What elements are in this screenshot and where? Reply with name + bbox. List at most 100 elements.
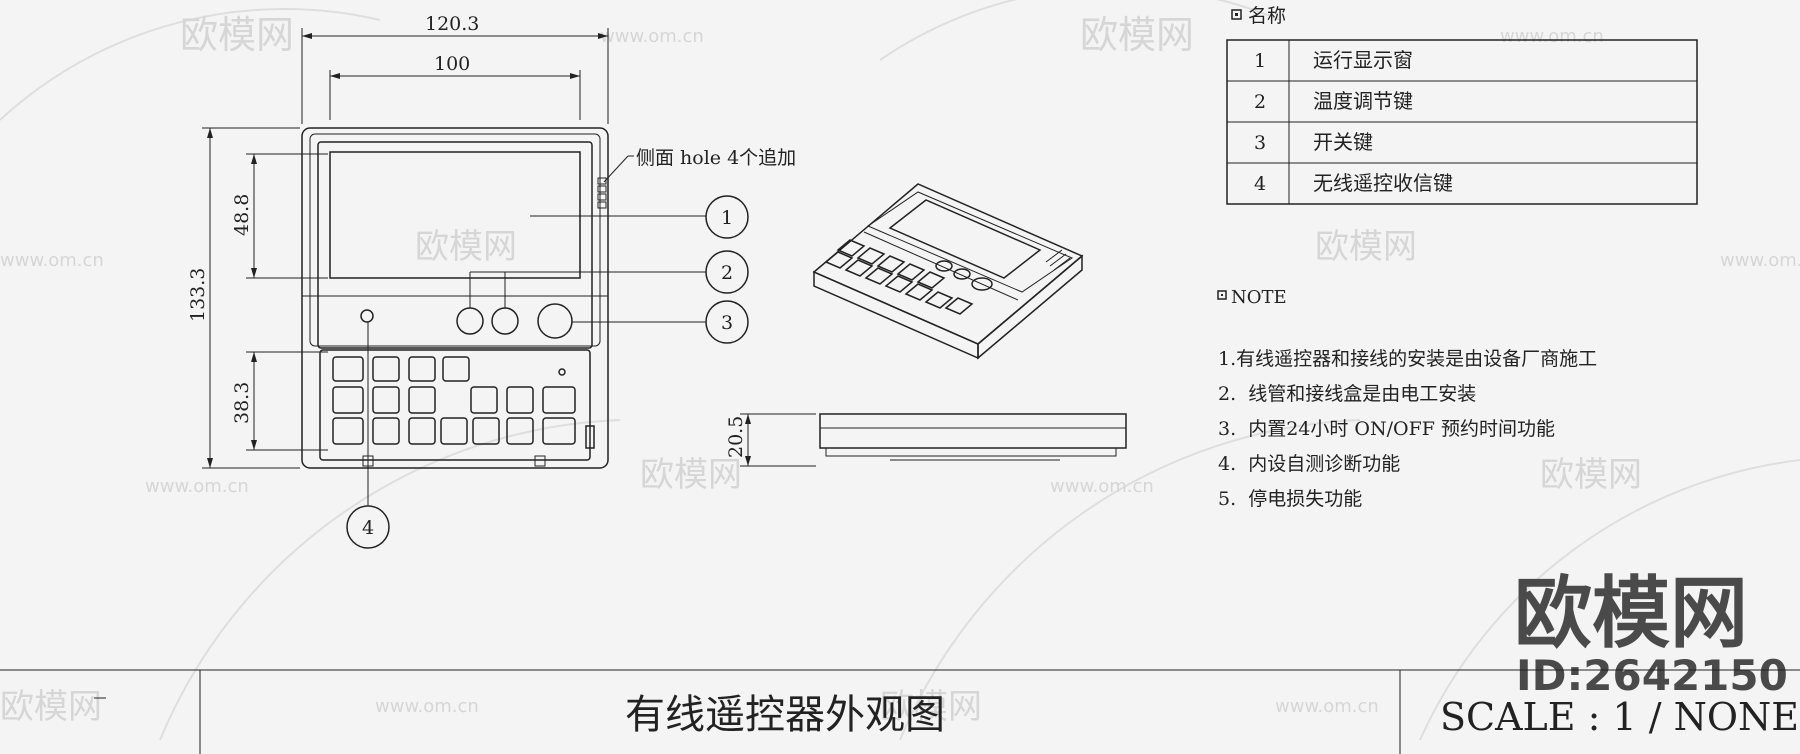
clip-tab	[534, 455, 546, 467]
legend-row-no: 3	[1254, 132, 1266, 154]
side-hole-note: 侧面 hole 4个追加	[636, 147, 796, 169]
dim-overall-height: 133.3	[187, 268, 209, 322]
dimension-lines: 120.3 100 133.3 48.8 38.3	[187, 13, 609, 469]
scale-label: SCALE : 1 / NONE	[1440, 695, 1799, 739]
balloon-2	[705, 250, 749, 294]
watermark-site: www.om.cn	[1500, 26, 1604, 47]
iso-upper-cover	[866, 191, 1074, 293]
key	[408, 386, 436, 414]
balloon-1	[705, 195, 749, 239]
iso-hinge	[863, 231, 1019, 301]
controller-outline	[301, 127, 609, 469]
temp-up-button	[491, 307, 519, 335]
temp-down-button	[456, 307, 484, 335]
legend-row-name: 温度调节键	[1313, 89, 1413, 113]
keypad-panel	[319, 349, 591, 461]
iso-side-face	[977, 254, 1083, 360]
watermark-arc	[0, 8, 381, 121]
side-hole-callout: 侧面 hole 4个追加	[603, 147, 796, 183]
legend-row-no: 1	[1254, 50, 1266, 72]
legend-row-name: 开关键	[1313, 130, 1373, 154]
dim-depth: 20.5	[725, 416, 747, 458]
key	[408, 356, 436, 382]
legend-row-name: 无线遥控收信键	[1313, 171, 1453, 195]
watermark-brand: 欧模网	[1315, 227, 1417, 267]
image-id: ID:2642150	[1516, 651, 1788, 700]
indicator-led	[558, 368, 566, 376]
watermark-site: www.om.cn	[1050, 476, 1154, 497]
dim-inner-width: 100	[434, 53, 470, 75]
legend-row-no: 2	[1254, 91, 1266, 113]
balloon-callouts: 1 2 3 4	[346, 195, 749, 549]
note-item: 1.有线遥控器和接线的安装是由设备厂商施工	[1218, 348, 1597, 370]
power-button	[537, 303, 573, 339]
key	[332, 417, 364, 445]
legend-title: 名称	[1248, 5, 1286, 27]
watermark-brand: 欧模网	[1540, 455, 1642, 495]
legend-row-name: 运行显示窗	[1313, 48, 1413, 72]
key	[332, 386, 364, 414]
notes: NOTE 1.有线遥控器和接线的安装是由设备厂商施工 2. 线管和接线盒是由电工…	[1217, 287, 1597, 510]
key	[472, 417, 500, 445]
watermark-site: www.om.cn	[1720, 250, 1800, 271]
balloon-3	[705, 300, 749, 344]
display-window	[329, 151, 581, 279]
watermark-brand: 欧模网	[1080, 13, 1194, 57]
watermark-site: www.om.cn	[145, 476, 249, 497]
dim-keypad-height: 38.3	[231, 382, 253, 424]
iso-button	[935, 260, 953, 272]
watermark-site: www.om.cn	[600, 26, 704, 47]
remote-receiver-sensor	[360, 309, 374, 323]
balloon-4	[346, 505, 390, 549]
side-slot	[585, 425, 595, 449]
iso-button	[971, 277, 993, 291]
watermark-arc	[899, 419, 1361, 741]
key	[440, 417, 468, 445]
balloon-1-label: 1	[721, 207, 733, 229]
side-body	[819, 413, 1127, 449]
title-block: 有线遥控器外观图 SCALE : 1 / NONE	[0, 669, 1800, 754]
watermark-arc	[879, 0, 1281, 61]
legend-bullet-icon	[1231, 9, 1242, 20]
key	[372, 417, 400, 445]
note-item: 5. 停电损失功能	[1218, 488, 1362, 510]
key	[542, 417, 576, 445]
upper-cover	[309, 133, 601, 347]
notes-title: NOTE	[1231, 287, 1287, 308]
dim-overall-width: 120.3	[425, 13, 479, 35]
key	[372, 356, 400, 382]
side-base	[825, 447, 1117, 457]
balloon-2-label: 2	[721, 262, 733, 284]
key	[332, 356, 364, 382]
key	[442, 356, 470, 382]
key	[470, 386, 498, 414]
watermark-site: www.om.cn	[0, 250, 104, 271]
iso-vents	[1045, 249, 1071, 271]
brand-logo: 欧模网	[1514, 569, 1748, 659]
watermark-arc	[159, 419, 621, 741]
key	[372, 386, 400, 414]
note-item: 3. 内置24小时 ON/OFF 预约时间功能	[1218, 418, 1555, 440]
isometric-view	[812, 183, 1084, 360]
iso-display-window	[888, 199, 1042, 279]
watermark-brand: 欧模网	[0, 687, 102, 727]
iso-front-face	[813, 270, 979, 360]
note-item: 4. 内设自测诊断功能	[1218, 453, 1400, 475]
note-bullet-icon	[1217, 290, 1227, 300]
watermark-brand: 欧模网	[880, 687, 982, 727]
key	[542, 386, 576, 414]
iso-button	[953, 268, 971, 280]
legend-row-no: 4	[1254, 173, 1266, 195]
watermark-site: www.om.cn	[1275, 696, 1379, 717]
key	[506, 417, 534, 445]
watermark-arc	[1419, 459, 1800, 741]
key	[506, 386, 534, 414]
side-view: 20.5	[725, 413, 1127, 467]
side-vent	[597, 177, 607, 209]
keypad-keys	[332, 356, 595, 449]
watermark-brand: 欧模网	[415, 227, 517, 267]
watermark-site: www.om.cn	[375, 696, 479, 717]
balloon-4-label: 4	[362, 517, 374, 539]
